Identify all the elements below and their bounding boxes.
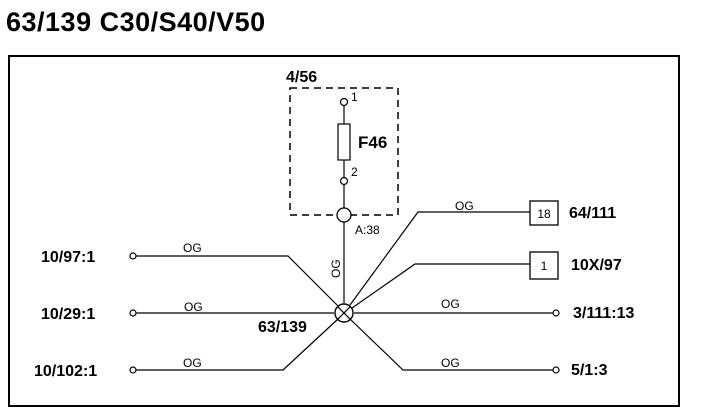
fuse-symbol <box>337 123 351 161</box>
splice-node <box>334 303 354 323</box>
diagram-title: 63/139 C30/S40/V50 <box>6 7 266 37</box>
terminal-dot-3-111 <box>552 309 560 317</box>
connector-pin-18: 18 <box>537 207 551 221</box>
wire-color-10-102: OG <box>183 356 202 370</box>
terminal-10-102: 10/102:1 <box>34 363 97 380</box>
diagram-frame <box>8 55 680 407</box>
terminal-dot-5-1 <box>552 366 560 374</box>
wire-color-vertical: OG <box>329 259 343 278</box>
terminal-10-97: 10/97:1 <box>41 249 95 266</box>
terminal-10x-97: 10X/97 <box>571 257 622 274</box>
fuse-pin-top-label: 1 <box>351 90 358 104</box>
terminal-3-111-13: 3/111:13 <box>573 305 635 322</box>
wire-color-64-111: OG <box>455 199 474 213</box>
connector-box-64-111 <box>529 200 559 226</box>
connector-a38 <box>336 207 352 223</box>
wire-color-10-97: OG <box>183 241 202 255</box>
wire-color-5-1: OG <box>441 356 460 370</box>
terminal-dot-10-29 <box>129 309 137 317</box>
connector-pin-1: 1 <box>541 259 548 273</box>
component-label: 4/56 <box>286 69 317 86</box>
fuse-label: F46 <box>358 133 387 152</box>
connector-box-10x-97 <box>529 251 559 280</box>
fuse-pin-bottom-label: 2 <box>351 165 358 179</box>
terminal-5-1-3: 5/1:3 <box>571 362 608 379</box>
fuse-pin-top <box>339 97 349 107</box>
terminal-10-29: 10/29:1 <box>41 306 95 323</box>
connector-label: A:38 <box>355 223 380 237</box>
terminal-64-111: 64/111 <box>569 205 616 222</box>
fuse-pin-bottom <box>339 176 349 186</box>
splice-label: 63/139 <box>258 319 307 336</box>
terminal-dot-10-97 <box>129 252 137 260</box>
wire-color-3-111: OG <box>441 297 460 311</box>
wire-color-10-29: OG <box>184 300 203 314</box>
terminal-dot-10-102 <box>129 366 137 374</box>
